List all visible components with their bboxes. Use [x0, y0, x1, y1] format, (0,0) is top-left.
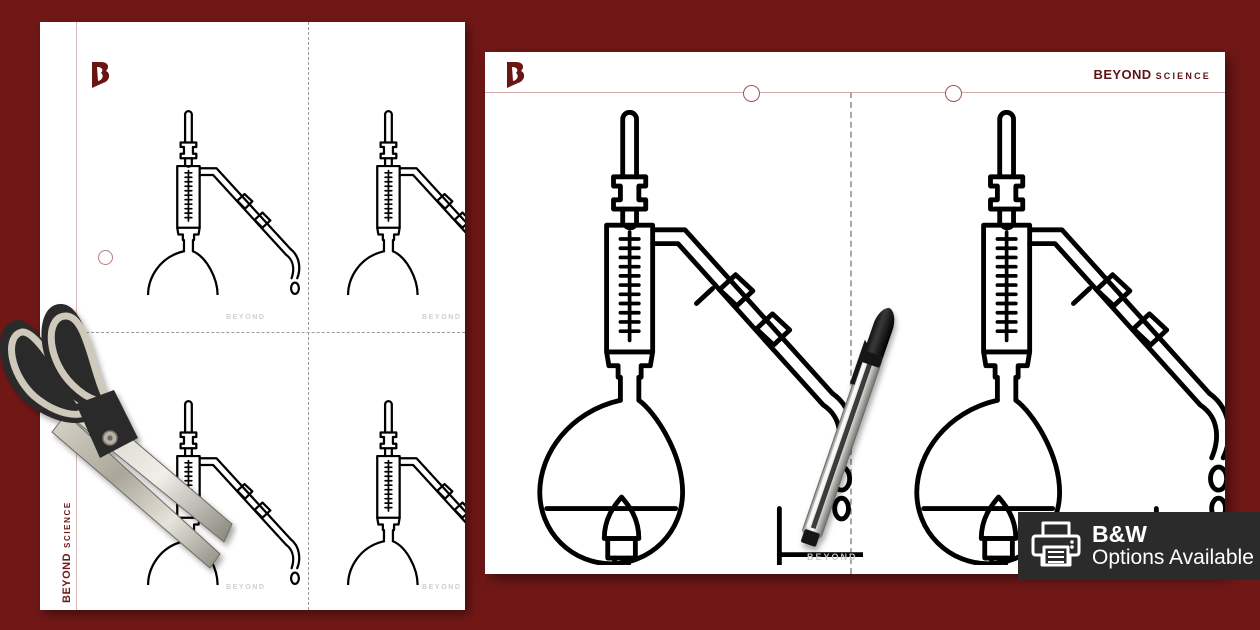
- header-rule: [485, 92, 1225, 93]
- badge-line-2: Options Available: [1092, 545, 1254, 569]
- illustration-large-2: [870, 109, 1225, 574]
- printer-icon: [1030, 519, 1082, 574]
- watermark-q2: BEYOND: [422, 314, 462, 321]
- illustration-copy-2: [322, 110, 465, 340]
- brand-secondary-right: SCIENCE: [1155, 71, 1211, 81]
- cut-guide-vertical: [308, 22, 309, 610]
- left-printable-sheet[interactable]: BEYOND SCIENCE: [40, 22, 465, 610]
- illustration-copy-4: [322, 400, 465, 610]
- bw-options-badge[interactable]: B&W Options Available: [1018, 512, 1260, 580]
- hole-punch-mark-1: [743, 85, 760, 102]
- hole-punch-mark: [98, 250, 113, 265]
- hole-punch-mark-2: [945, 85, 962, 102]
- illustration-large-1: [493, 109, 913, 574]
- beyond-b-logo-icon: [88, 60, 114, 90]
- watermark-q4: BEYOND: [422, 584, 462, 591]
- cut-guide-horizontal: [76, 332, 465, 333]
- badge-line-1: B&W: [1092, 521, 1147, 548]
- beyond-b-logo-icon-right: [503, 60, 529, 90]
- watermark-q3: BEYOND: [226, 584, 266, 591]
- brand-primary-right: BEYOND: [1093, 67, 1152, 82]
- illustration-copy-1: [122, 110, 330, 346]
- badge-text-block: B&W Options Available: [1092, 521, 1254, 569]
- ballpoint-pen-prop-icon: [795, 300, 905, 565]
- cut-guide-vertical-right: [850, 92, 852, 574]
- watermark-q1: BEYOND: [226, 314, 266, 321]
- watermark-right-sheet: BEYOND: [807, 552, 858, 562]
- scissors-prop-icon: [0, 286, 238, 586]
